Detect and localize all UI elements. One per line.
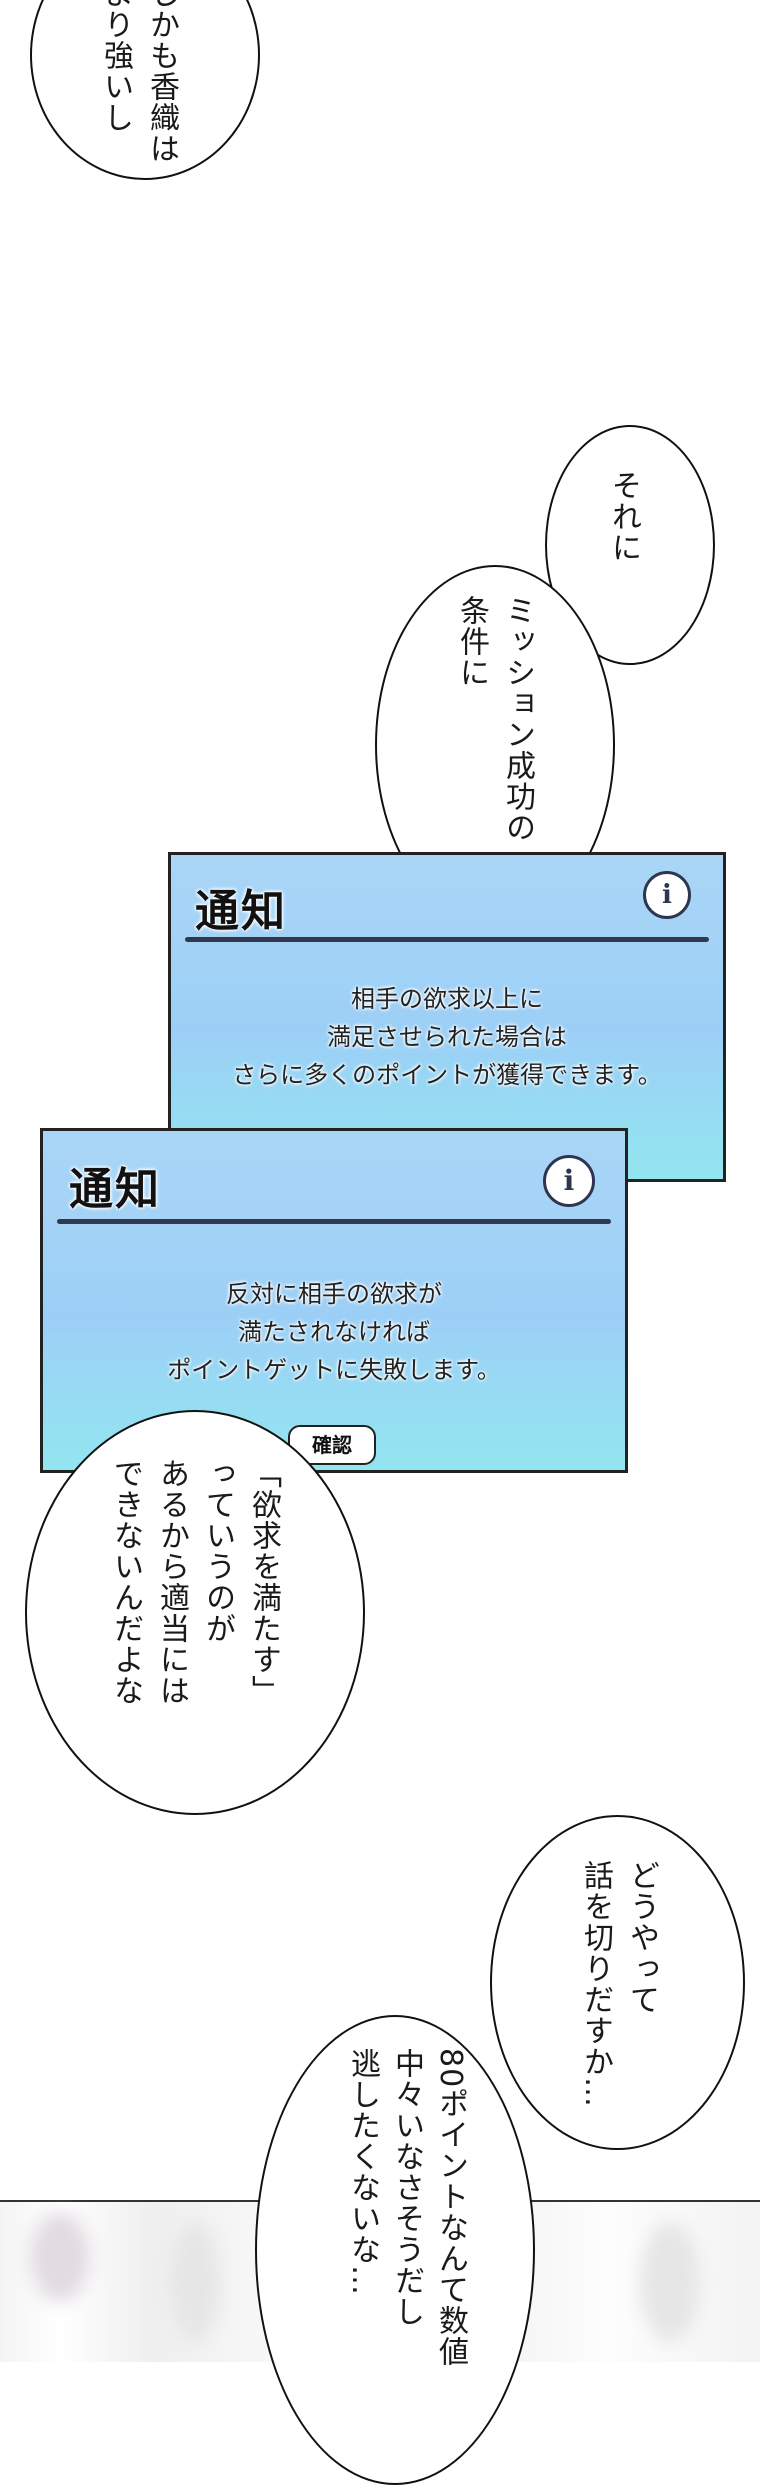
notification-front-line: 反対に相手の欲求が bbox=[226, 1280, 442, 1308]
notification-front-message: 反対に相手の欲求が 満たされなければ ポイントゲットに失敗します。 bbox=[43, 1275, 625, 1389]
notification-front: 通知 i 反対に相手の欲求が 満たされなければ ポイントゲットに失敗します。 確… bbox=[40, 1128, 628, 1473]
notification-front-title: 通知 bbox=[69, 1164, 161, 1215]
notification-back-title: 通知 bbox=[195, 886, 287, 937]
blurred-shape bbox=[30, 2212, 90, 2302]
notification-back-line: さらに多くのポイントが獲得できます。 bbox=[232, 1061, 662, 1089]
notification-back-line: 相手の欲求以上に bbox=[351, 985, 543, 1013]
notification-front-divider bbox=[57, 1219, 611, 1224]
bubble-1-text: しかも香織は より強いし bbox=[98, 0, 179, 164]
bubble-4-text: 「欲求を満たす」 っていうのが あるから適当には できないんだよな bbox=[108, 1458, 281, 1706]
blurred-shape bbox=[170, 2222, 220, 2342]
bubble-5-text: どうやって 話を切りだすか… bbox=[578, 1860, 659, 2108]
notification-back-message: 相手の欲求以上に 満足させられた場合は さらに多くのポイントが獲得できます。 bbox=[171, 980, 723, 1094]
info-icon[interactable]: i bbox=[643, 871, 691, 919]
blurred-shape bbox=[640, 2222, 700, 2342]
notification-back-line: 満足させられた場合は bbox=[327, 1023, 567, 1051]
speech-bubble-4 bbox=[25, 1410, 365, 1815]
notification-back: 通知 i 相手の欲求以上に 満足させられた場合は さらに多くのポイントが獲得でき… bbox=[168, 852, 726, 1182]
bubble-6-text: 80ポイントなんて数値 中々いなさそうだし 逃したくないな… bbox=[345, 2048, 468, 2368]
info-icon[interactable]: i bbox=[543, 1155, 595, 1207]
speech-bubble-5 bbox=[490, 1815, 745, 2150]
bubble-3-text: ミッション成功の 条件に bbox=[454, 595, 535, 843]
notification-front-line: 満たされなければ bbox=[238, 1318, 430, 1346]
notification-back-divider bbox=[185, 937, 709, 942]
notification-front-line: ポイントゲットに失敗します。 bbox=[167, 1356, 501, 1384]
bubble-2-text: それに bbox=[606, 470, 641, 563]
